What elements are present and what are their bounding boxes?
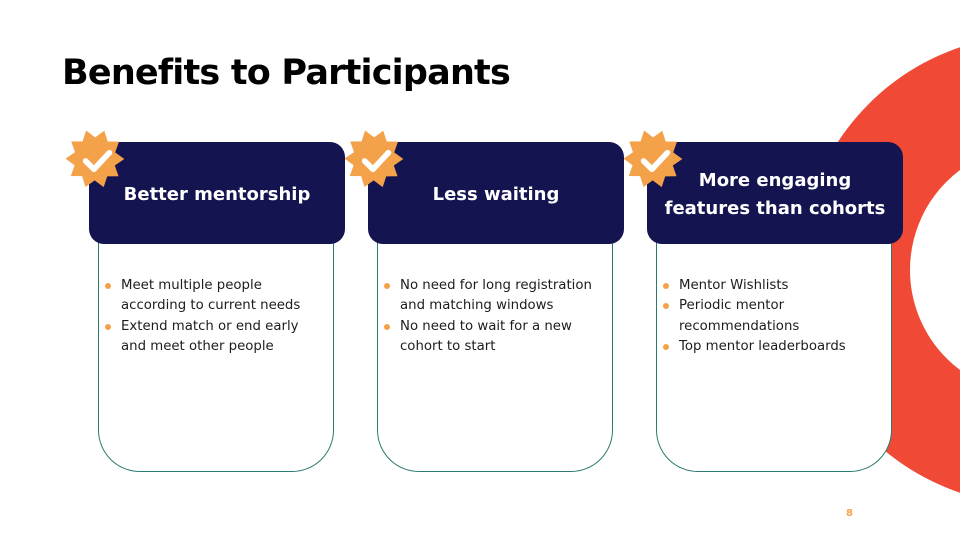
bullet-item: No need to wait for a new cohort to star… xyxy=(382,317,602,358)
page-number: 8 xyxy=(846,508,853,519)
bullet-item: Top mentor leaderboards xyxy=(661,337,881,357)
checkmark-badge-icon xyxy=(345,130,404,188)
card-header: More engaging features than cohorts xyxy=(647,142,903,244)
bullet-list: No need for long registration and matchi… xyxy=(382,276,602,358)
bullet-item: Extend match or end early and meet other… xyxy=(103,317,323,358)
bullet-item: No need for long registration and matchi… xyxy=(382,276,602,317)
bullet-item: Mentor Wishlists xyxy=(661,276,881,296)
benefit-card-less-waiting: Less waiting No need for long registrati… xyxy=(345,130,624,472)
bullet-item: Meet multiple people according to curren… xyxy=(103,276,323,317)
slide-title: Benefits to Participants xyxy=(62,53,511,93)
bullet-item: Periodic mentor recommendations xyxy=(661,296,881,337)
bullet-list: Meet multiple people according to curren… xyxy=(103,276,323,358)
card-header: Better mentorship xyxy=(89,142,345,244)
card-heading: More engaging features than cohorts xyxy=(664,170,886,219)
card-heading: Better mentorship xyxy=(123,184,311,205)
bullet-list: Mentor Wishlists Periodic mentor recomme… xyxy=(661,276,881,358)
card-heading: Less waiting xyxy=(432,184,560,205)
card-header: Less waiting xyxy=(368,142,624,244)
benefit-card-better-mentorship: Better mentorship Meet multiple people a… xyxy=(66,130,345,472)
checkmark-badge-icon xyxy=(66,130,125,188)
checkmark-badge-icon xyxy=(624,130,683,188)
benefit-card-engaging-features: More engaging features than cohorts Ment… xyxy=(624,130,903,472)
